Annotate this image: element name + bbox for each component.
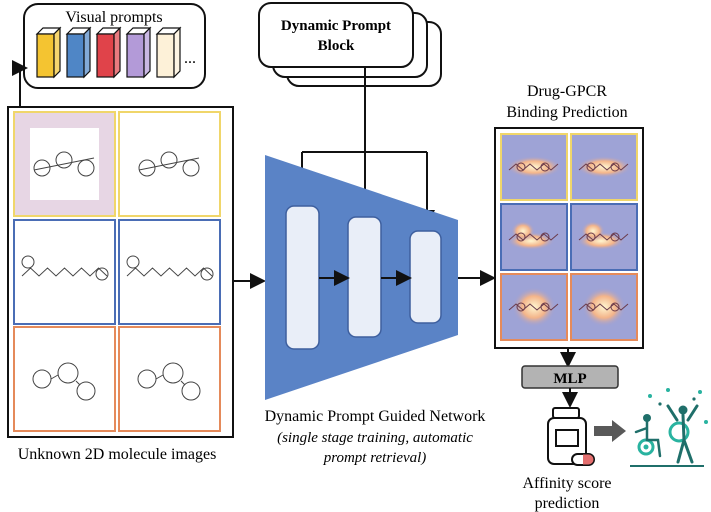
- network-stage-1: [285, 205, 320, 350]
- mlp-block: MLP: [521, 365, 619, 389]
- network-stage-2: [347, 216, 382, 338]
- mlp-label: MLP: [553, 371, 586, 387]
- prompt-ellipsis: ...: [184, 50, 196, 67]
- result-arrow-icon: [594, 420, 626, 442]
- affinity-line-1: Affinity score: [522, 475, 611, 492]
- prompt-cube-1: [35, 26, 62, 79]
- binding-heatmap-6: [570, 273, 638, 341]
- prompt-cubes: [35, 26, 182, 79]
- network-title: Dynamic Prompt Guided Network: [265, 408, 486, 425]
- prompt-cube-4: [125, 26, 152, 79]
- binding-prediction-panel: Drug-GPCR Binding Prediction: [494, 83, 644, 349]
- input-caption: Unknown 2D molecule images: [18, 446, 217, 463]
- visual-prompts-title: Visual prompts: [65, 9, 162, 26]
- network-subtitle-2: prompt retrieval): [323, 450, 427, 466]
- binding-heatmap-5: [500, 273, 568, 341]
- network-stage-3: [409, 230, 442, 324]
- molecule-image-5: [13, 326, 116, 432]
- input-molecule-panel: Unknown 2D molecule images: [7, 106, 234, 463]
- molecule-image-6: [118, 326, 221, 432]
- dynamic-prompt-block: Dynamic Prompt Block: [258, 2, 442, 87]
- molecule-image-4: [118, 219, 221, 325]
- prompt-block-line2: Block: [318, 38, 355, 54]
- output-title-1: Drug-GPCR: [527, 83, 607, 100]
- molecule-image-3: [13, 219, 116, 325]
- visual-prompts-panel: Visual prompts ...: [23, 3, 206, 89]
- arrow-to-prompts: [12, 60, 28, 107]
- molecule-image-1: [13, 111, 116, 217]
- binding-heatmap-4: [570, 203, 638, 271]
- heatmap-grid: [500, 133, 638, 341]
- prompt-cube-5: [155, 26, 182, 79]
- healthy-people-icon: [630, 388, 708, 467]
- prompt-cube-2: [65, 26, 92, 79]
- medicine-bottle-icon: [547, 407, 587, 465]
- network-subtitle-1: (single stage training, automatic: [277, 430, 473, 446]
- affinity-line-2: prediction: [535, 495, 600, 512]
- prompt-block-line1: Dynamic Prompt: [281, 18, 391, 34]
- pill-icon: [571, 453, 595, 466]
- prompt-cube-3: [95, 26, 122, 79]
- binding-heatmap-1: [500, 133, 568, 201]
- molecule-image-2: [118, 111, 221, 217]
- binding-heatmap-2: [570, 133, 638, 201]
- dynamic-prompt-network: Dynamic Prompt Guided Network (single st…: [265, 155, 486, 466]
- binding-heatmap-3: [500, 203, 568, 271]
- output-title-2: Binding Prediction: [506, 104, 627, 121]
- molecule-grid: [13, 111, 221, 432]
